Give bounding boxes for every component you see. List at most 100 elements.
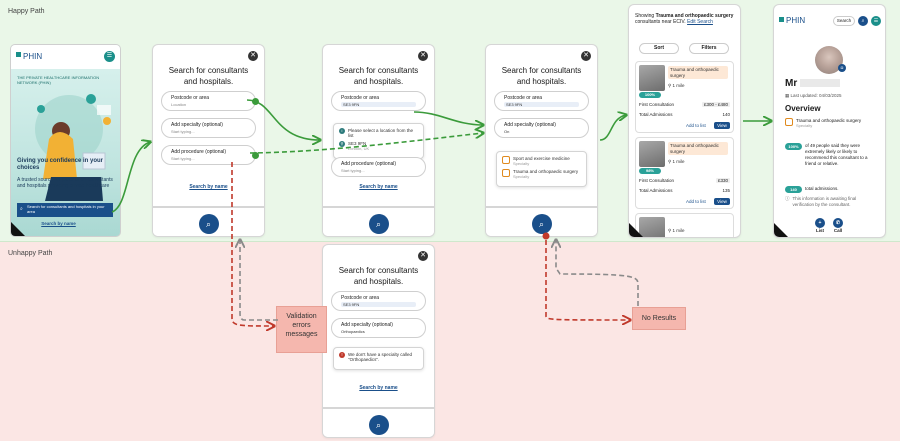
specialty-field[interactable]: Add specialty (optional) Start typing... bbox=[161, 118, 256, 138]
location-option[interactable]: ⚲ SE3 9FN London, UK bbox=[339, 141, 418, 151]
last-updated: ▦ Last updated: 04/03/2025 bbox=[785, 93, 842, 98]
procedure-label: Add procedure (optional) bbox=[341, 161, 397, 167]
specialty-tag: Trauma and orthopaedic surgery bbox=[668, 66, 728, 79]
add-to-list-link[interactable]: Add to list bbox=[686, 123, 706, 128]
search-title: Search for consultants and hospitals. bbox=[501, 66, 582, 86]
admissions-pill: 140 bbox=[785, 186, 802, 193]
close-icon[interactable]: ✕ bbox=[418, 251, 428, 261]
happy-path-label: Happy Path bbox=[8, 8, 45, 15]
postcode-field[interactable]: Postcode or area SE3 9FN bbox=[331, 91, 426, 111]
validation-errors-annotation: Validation errors messages bbox=[276, 306, 327, 353]
specialty-field[interactable]: Add specialty (optional) On bbox=[494, 118, 589, 138]
close-icon[interactable]: ✕ bbox=[418, 51, 428, 61]
search-icon[interactable]: ⌕ bbox=[368, 415, 389, 435]
specialty-field[interactable]: Add specialty (optional) Orthopaedics bbox=[331, 318, 426, 338]
postcode-field[interactable]: Postcode or area SE3 9FN bbox=[331, 291, 426, 311]
result-card[interactable]: 98% Trauma and orthopaedic surgery ⚲ 1 m… bbox=[635, 137, 734, 209]
result-card[interactable]: ⚲ 1 mile bbox=[635, 213, 734, 237]
validation-error: ! We don't have a specialty called "Orth… bbox=[333, 347, 424, 370]
unhappy-path-band: Unhappy Path bbox=[0, 242, 900, 441]
specialty-value: On bbox=[504, 129, 510, 134]
camera-icon: ◘ bbox=[838, 64, 846, 72]
search-consultants-button[interactable]: ⌕ Search for consultants and hospitals i… bbox=[17, 203, 113, 217]
error-icon: ! bbox=[339, 352, 345, 358]
specialty-tag: Trauma and orthopaedic surgery bbox=[668, 142, 728, 155]
rating-pill: 100% bbox=[785, 143, 802, 150]
hero-woman-illustration bbox=[35, 94, 111, 201]
corner-badge bbox=[774, 223, 788, 237]
postcode-field[interactable]: Postcode or area SE3 9FN bbox=[494, 91, 589, 111]
filters-button[interactable]: Filters bbox=[689, 43, 729, 54]
redacted-name bbox=[800, 79, 841, 88]
add-to-list-link[interactable]: Add to list bbox=[686, 199, 706, 204]
specialty-dropdown: Sport and exercise medicine Specialty Tr… bbox=[496, 151, 587, 187]
search-icon[interactable]: ⌕ bbox=[858, 16, 868, 26]
consultant-photo: ◘ bbox=[815, 46, 846, 74]
validation-error-message: We don't have a specialty called "Orthop… bbox=[348, 352, 413, 362]
location-pin-icon: ⚲ bbox=[668, 159, 673, 164]
close-icon[interactable]: ✕ bbox=[248, 51, 258, 61]
result-card[interactable]: 100% Trauma and orthopaedic surgery ⚲ 1 … bbox=[635, 61, 734, 133]
phone-icon: ✆ bbox=[833, 218, 843, 228]
recommend-stat: 100% of 49 people said they were extreme… bbox=[785, 143, 875, 167]
distance: ⚲ 1 mile bbox=[668, 159, 685, 164]
specialty-value: Orthopaedics bbox=[341, 329, 365, 334]
list-button[interactable]: + List bbox=[815, 218, 825, 233]
overview-heading: Overview bbox=[785, 104, 821, 113]
postcode-label: Postcode or area bbox=[504, 95, 543, 101]
consultant-photo bbox=[639, 141, 665, 167]
landing-header: PHIN ☰ bbox=[11, 45, 120, 69]
landing-screen: PHIN ☰ THE PRIVATE HEALTHCARE INFORMATIO… bbox=[10, 44, 121, 237]
search-icon[interactable]: ⌕ bbox=[531, 214, 552, 234]
postcode-placeholder: Location bbox=[171, 102, 187, 107]
search-by-name-link[interactable]: Search by name bbox=[189, 184, 228, 190]
search-button[interactable]: Search bbox=[833, 16, 855, 26]
procedure-placeholder: Start typing... bbox=[171, 156, 195, 161]
specialty-option-2[interactable]: Trauma and orthopaedic surgery Specialty bbox=[502, 169, 581, 179]
specialty-icon bbox=[502, 156, 510, 164]
happy-path-band: Happy Path bbox=[0, 0, 900, 242]
location-hint: i Please select a location from the list bbox=[339, 128, 418, 138]
calendar-icon: ▦ bbox=[785, 93, 791, 98]
call-button[interactable]: ✆ Call bbox=[833, 218, 843, 233]
search-screen-specialty: ✕ Search for consultants and hospitals. … bbox=[485, 44, 598, 237]
procedure-field[interactable]: Add procedure (optional) Start typing... bbox=[331, 157, 426, 177]
sort-button[interactable]: Sort bbox=[639, 43, 679, 54]
procedure-label: Add procedure (optional) bbox=[171, 149, 227, 155]
search-icon: ⌕ bbox=[20, 206, 23, 212]
menu-icon[interactable]: ☰ bbox=[871, 16, 881, 26]
location-option-sub: London, UK bbox=[348, 146, 370, 151]
menu-icon[interactable]: ☰ bbox=[104, 51, 115, 62]
search-by-name-link[interactable]: Search by name bbox=[359, 385, 398, 391]
distance: ⚲ 1 mile bbox=[668, 83, 685, 88]
postcode-label: Postcode or area bbox=[341, 295, 380, 301]
view-button[interactable]: View bbox=[714, 198, 730, 205]
results-header: Showing Trauma and orthopaedic surgery c… bbox=[635, 13, 734, 25]
edit-search-link[interactable]: Edit Search bbox=[687, 19, 713, 25]
location-pin-icon: ⚲ bbox=[339, 141, 345, 147]
hero-body: A trusted source for patients on consult… bbox=[17, 177, 113, 189]
postcode-field[interactable]: Postcode or area Location bbox=[161, 91, 259, 111]
search-icon[interactable]: ⌕ bbox=[198, 214, 219, 234]
postcode-value: SE3 9FN bbox=[341, 102, 416, 107]
specialty-option-1[interactable]: Sport and exercise medicine Specialty bbox=[502, 156, 581, 166]
specialty-label: Add specialty (optional) bbox=[341, 322, 393, 328]
info-icon: i bbox=[339, 128, 345, 134]
specialty-placeholder: Start typing... bbox=[171, 129, 195, 134]
admissions-stat: 140 total admissions. bbox=[785, 186, 839, 193]
search-screen-location: ✕ Search for consultants and hospitals. … bbox=[322, 44, 435, 237]
search-icon[interactable]: ⌕ bbox=[368, 214, 389, 234]
close-icon[interactable]: ✕ bbox=[581, 51, 591, 61]
procedure-field[interactable]: Add procedure (optional) Start typing... bbox=[161, 145, 259, 165]
search-by-name-link[interactable]: Search by name bbox=[359, 184, 398, 190]
view-button[interactable]: View bbox=[714, 122, 730, 129]
recommend-score: 98% bbox=[639, 168, 661, 174]
search-screen-validation: ✕ Search for consultants and hospitals. … bbox=[322, 244, 435, 438]
search-consultants-label: Search for consultants and hospitals in … bbox=[27, 204, 105, 214]
flow-connector-dot bbox=[252, 98, 259, 105]
search-by-name-link[interactable]: Search by name bbox=[41, 221, 76, 226]
corner-badge bbox=[629, 223, 643, 237]
